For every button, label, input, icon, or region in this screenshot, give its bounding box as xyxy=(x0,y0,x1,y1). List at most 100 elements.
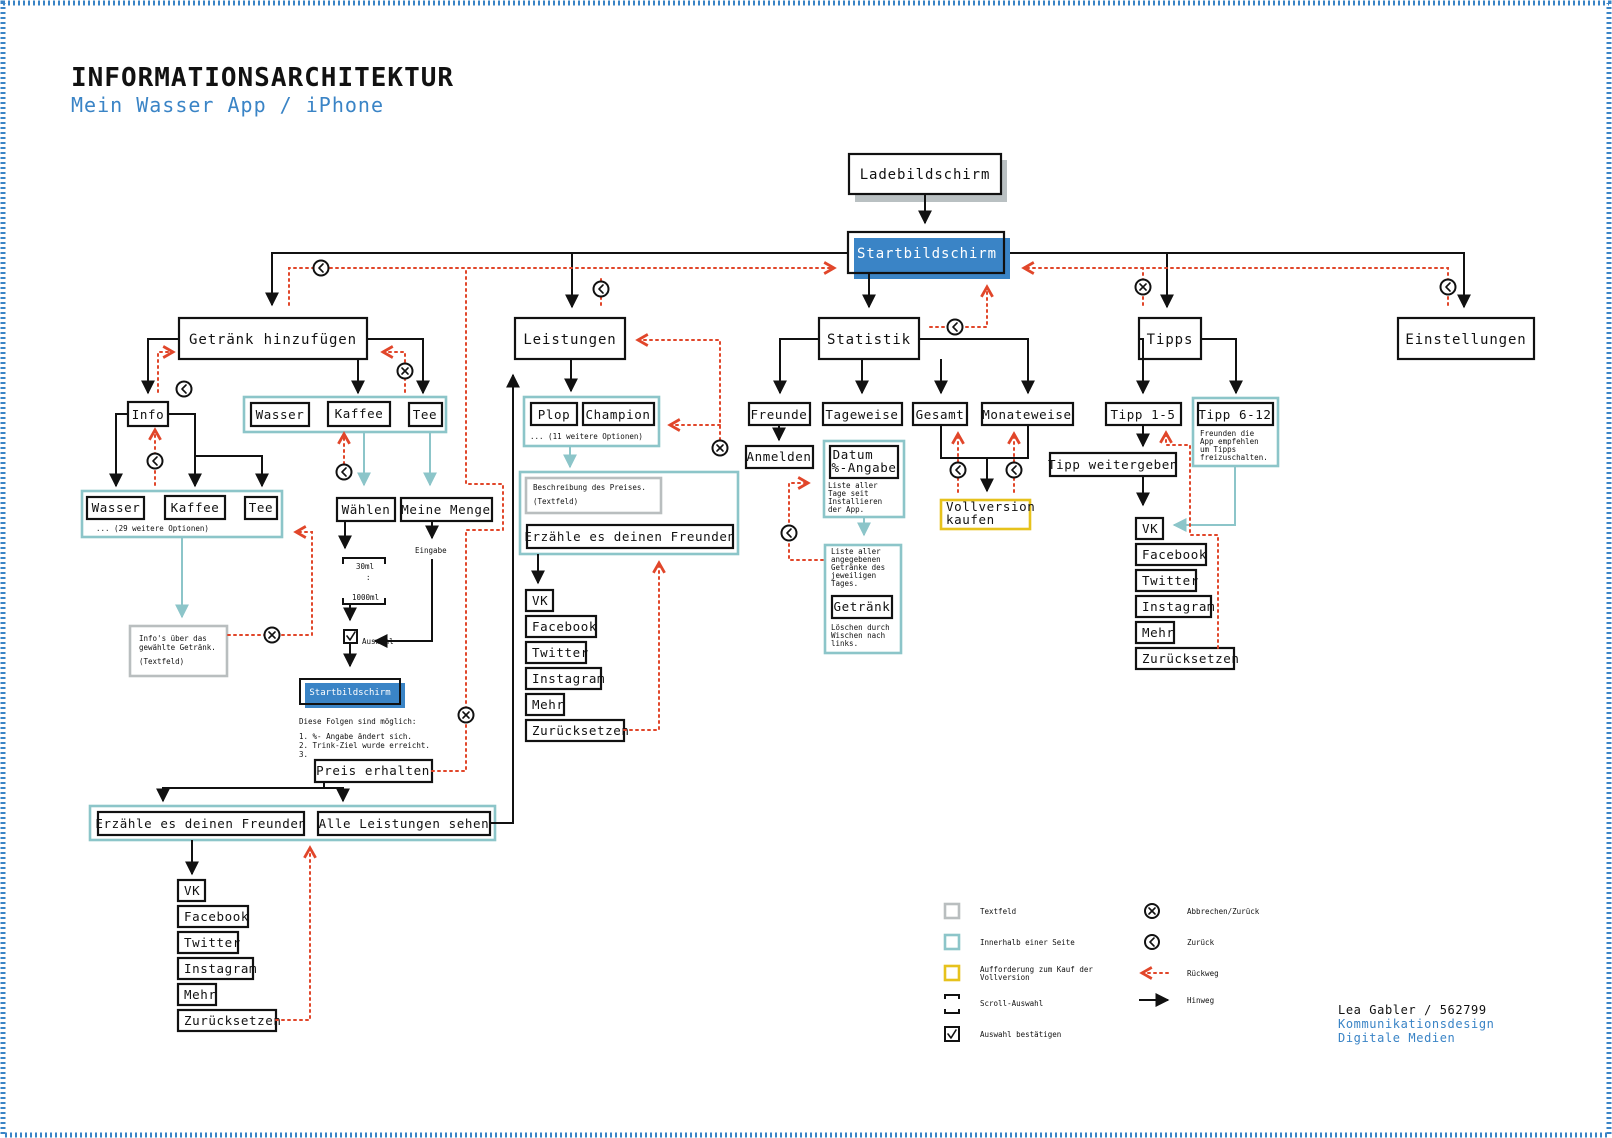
share-left-twitter: Twitter xyxy=(184,935,241,950)
node-vollversion xyxy=(939,498,1032,531)
award-champion xyxy=(581,401,656,427)
share-right-facebook: Facebook xyxy=(1142,547,1207,562)
award-champion-label: Champion xyxy=(585,407,650,422)
share-list-left xyxy=(176,878,278,1033)
share-mid-zuruecksetzen: Zurücksetzen xyxy=(532,723,630,738)
node-statistik-label: Statistik xyxy=(827,332,911,348)
cancel-icon xyxy=(1144,903,1160,919)
node-anmelden xyxy=(744,444,815,470)
node-ladebildschirm xyxy=(847,152,1003,196)
back-icon xyxy=(592,280,610,298)
liste-tage-3: Installieren xyxy=(828,497,882,506)
legend-zurueck-label: Zurück xyxy=(1187,938,1215,947)
node-gesamt-label: Gesamt xyxy=(916,407,965,422)
node-getraenk xyxy=(830,594,894,620)
line-alle-leistungen xyxy=(490,373,520,824)
button-waehlen-label: Wählen xyxy=(342,502,391,517)
back-icon xyxy=(946,318,964,336)
node-einstellungen-label: Einstellungen xyxy=(1405,332,1526,348)
share-mid-twitter: Twitter xyxy=(532,645,589,660)
liste-tage-2: Tage seit xyxy=(828,489,869,498)
option-tee-label: Tee xyxy=(413,407,437,422)
share-left-mehr: Mehr xyxy=(184,987,217,1002)
liste-getraenke-3: Getränke des xyxy=(831,563,885,572)
line-preis-alle xyxy=(324,787,350,803)
author-line2: Digitale Medien xyxy=(1338,1031,1455,1045)
node-leistungen xyxy=(513,316,627,361)
option-wasser-2-label: Wasser xyxy=(92,500,141,515)
tipp-hint-2: App empfehlen xyxy=(1200,437,1259,446)
button-erzaehle-left-label: Erzähle es deinen Freunden xyxy=(95,816,306,831)
liste-getraenke-5: Tages. xyxy=(831,579,858,588)
node-tipp-weitergeben-label: Tipp weitergeben xyxy=(1048,457,1178,472)
node-datum-label: Datum xyxy=(833,447,874,462)
option-kaffee-2 xyxy=(163,494,227,521)
share-left-instagram: Instagram xyxy=(184,961,257,976)
legend-scroll-label: Scroll-Auswahl xyxy=(980,999,1043,1008)
node-tipp-1-5-label: Tipp 1-5 xyxy=(1110,407,1175,422)
share-list-right xyxy=(1134,516,1236,671)
share-right-vk: VK xyxy=(1142,521,1158,536)
more-29-options: ... (29 weitere Optionen) xyxy=(96,524,209,533)
node-freunde-label: Freunde xyxy=(751,407,808,422)
loeschen-3: links. xyxy=(831,639,858,648)
node-startbildschirm-small xyxy=(299,678,401,705)
option-tee-2 xyxy=(243,495,279,521)
button-meine-menge-label: Meine Menge xyxy=(401,502,490,517)
node-getraenk-hinzufuegen-label: Getränk hinzufügen xyxy=(189,332,357,348)
legend-hinweg-label: Hinweg xyxy=(1187,996,1214,1005)
line-statistik-freunde xyxy=(773,338,819,395)
line-tipp612-share xyxy=(1172,466,1236,532)
option-kaffee-2-label: Kaffee xyxy=(171,500,220,515)
share-mid-instagram: Instagram xyxy=(532,671,605,686)
back-icon xyxy=(1439,278,1457,296)
textfield-info-line3: (Textfeld) xyxy=(139,657,184,666)
return-share-left xyxy=(275,848,310,1021)
scroll-1000ml: 1000ml xyxy=(352,593,379,602)
node-tipp-6-12 xyxy=(1196,401,1275,427)
legend-scroll-icon xyxy=(944,994,960,1014)
line-info-tee xyxy=(195,455,269,488)
more-11-options: ... (11 weitere Optionen) xyxy=(530,432,643,441)
cancel-icon xyxy=(1134,278,1152,296)
cancel-icon xyxy=(396,362,414,380)
option-wasser xyxy=(249,401,311,428)
textfield-preis xyxy=(524,476,663,515)
award-plop-label: Plop xyxy=(538,407,571,422)
checkmark xyxy=(346,631,356,641)
node-vollversion-line1: Vollversion xyxy=(946,499,1035,514)
line-getraenk-tee xyxy=(367,338,430,395)
node-tipp-weitergeben xyxy=(1048,451,1178,478)
return-infotext-drinks xyxy=(227,532,313,636)
folge-3: 3. xyxy=(299,750,308,759)
back-icon xyxy=(335,463,353,481)
diagram-title: INFORMATIONSARCHITEKTUR xyxy=(71,63,454,93)
liste-getraenke-1: Liste aller xyxy=(831,547,881,556)
return-getraenk-start xyxy=(288,268,834,306)
folge-2: 2. Trink-Ziel wurde erreicht. xyxy=(299,741,430,750)
option-kaffee xyxy=(326,400,392,428)
option-tee-2-label: Tee xyxy=(249,500,273,515)
node-startbildschirm-small-label: Startbildschirm xyxy=(309,688,390,698)
node-prozent-label: %-Angabe xyxy=(831,460,896,475)
scroll-dots: : xyxy=(366,573,371,582)
button-alle-leistungen-label: Alle Leistungen sehen xyxy=(319,816,490,831)
back-icon xyxy=(780,524,798,542)
node-leistungen-label: Leistungen xyxy=(523,332,616,348)
share-mid-vk: VK xyxy=(532,593,548,608)
button-erzaehle-mid-label: Erzähle es deinen Freunden xyxy=(524,529,735,544)
legend-rueckweg-label: Rückweg xyxy=(1187,969,1219,978)
checkbox-icon xyxy=(944,1026,960,1042)
node-getraenk-label: Getränk xyxy=(834,599,891,614)
scroll-30ml: 30ml xyxy=(356,562,374,571)
button-meine-menge xyxy=(399,496,494,523)
node-info-label: Info xyxy=(132,407,165,422)
share-left-vk: VK xyxy=(184,883,200,898)
back-icon xyxy=(175,380,193,398)
cancel-icon xyxy=(457,706,475,724)
return-share-right xyxy=(1166,433,1219,649)
line-eingabe-auswahl xyxy=(373,559,433,648)
back-icon xyxy=(949,461,967,479)
node-statistik xyxy=(817,316,921,361)
